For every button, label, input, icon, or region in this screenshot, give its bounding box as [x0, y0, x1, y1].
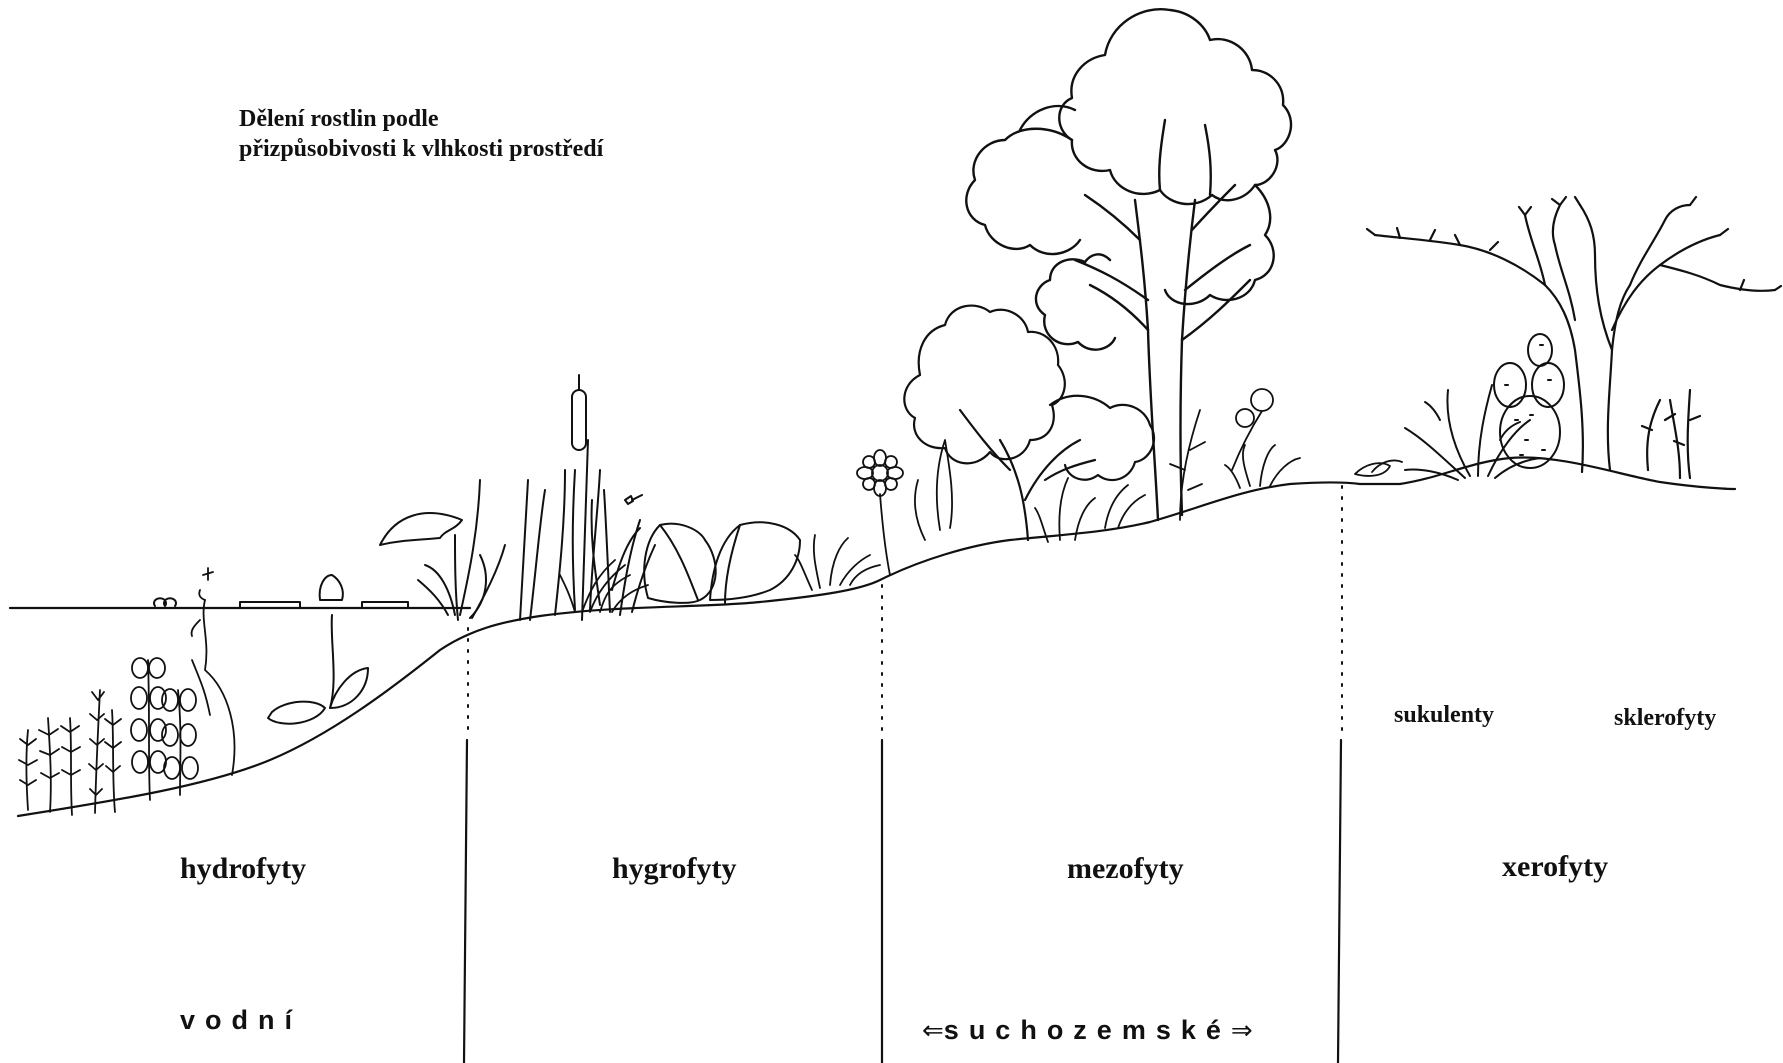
label-xerofyty: xerofyty [1502, 850, 1608, 884]
large-tree [966, 9, 1291, 520]
label-sukulenty: sukulenty [1394, 702, 1494, 729]
label-suchozemske: ⇐suchozemské⇒ [922, 1015, 1253, 1046]
divider-3-solid [1338, 740, 1341, 1063]
label-suchozemske-text: suchozemské [944, 1015, 1231, 1045]
label-sklerofyty: sklerofyty [1614, 705, 1716, 732]
arrow-left-icon: ⇐ [922, 1016, 944, 1046]
title-line-2: přizpůsobivosti k vlhkosti prostředí [239, 134, 603, 164]
label-hygrofyty: hygrofyty [612, 852, 736, 886]
label-hydrofyty: hydrofyty [180, 852, 306, 886]
diagram-title: Dělení rostlin podle přizpůsobivosti k v… [239, 104, 603, 164]
title-line-1: Dělení rostlin podle [239, 104, 603, 134]
terrain-profile [18, 457, 1735, 816]
submerged-plants [19, 568, 234, 815]
arrowhead-plant [380, 480, 505, 620]
label-mezofyty: mezofyty [1067, 852, 1184, 886]
bush-tree [904, 306, 1154, 540]
label-vodni: vodní [180, 1005, 302, 1036]
reeds-cattail [520, 375, 655, 620]
floating-leaves [154, 575, 408, 724]
divider-1-solid [464, 740, 467, 1063]
grass-tufts [560, 445, 1300, 612]
acacia-tree [1367, 197, 1781, 478]
broad-leaves-hygro [644, 522, 800, 603]
arrow-right-icon: ⇒ [1231, 1016, 1253, 1046]
